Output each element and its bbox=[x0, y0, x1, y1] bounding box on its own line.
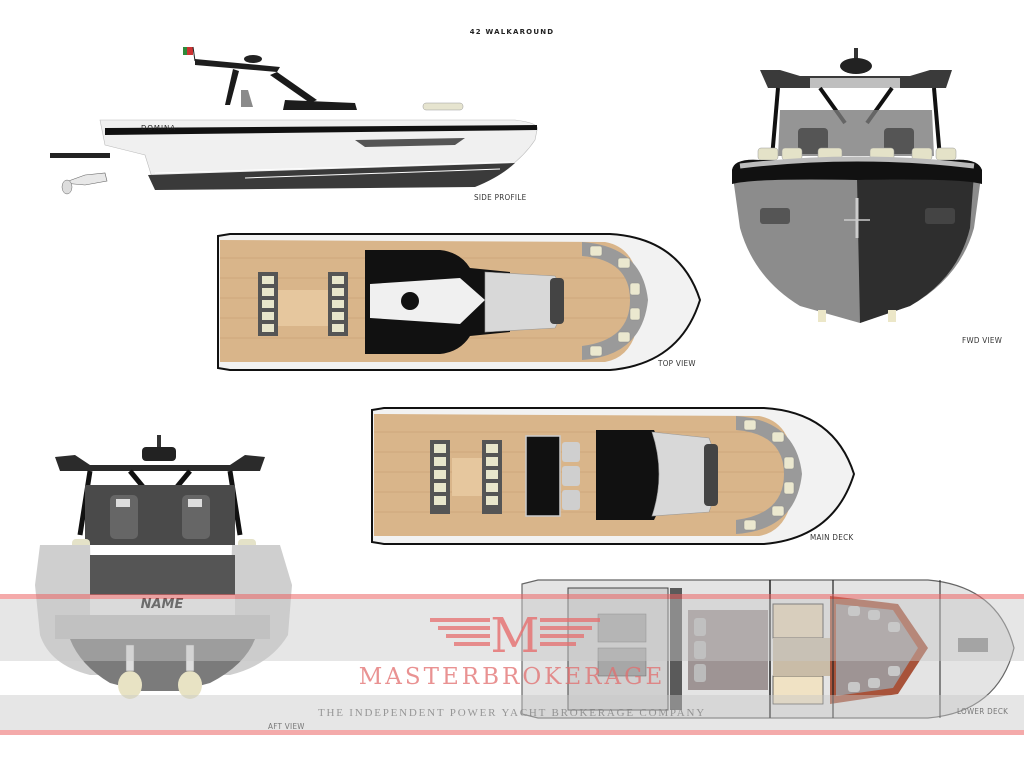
aft-view-label: AFT VIEW bbox=[268, 722, 305, 731]
transom-name: NAME bbox=[141, 597, 184, 612]
hull-name: DOMINA bbox=[141, 124, 176, 132]
aft-view-drawing: NAME bbox=[35, 435, 292, 699]
lower-deck-label: LOWER DECK bbox=[957, 707, 1009, 716]
main-deck-label: MAIN DECK bbox=[810, 533, 854, 542]
top-view-label: TOP VIEW bbox=[658, 359, 696, 368]
side-profile-label: SIDE PROFILE bbox=[474, 193, 527, 202]
watermark-tagline: THE INDEPENDENT POWER YACHT BROKERAGE CO… bbox=[317, 707, 707, 719]
watermark-band-lower bbox=[0, 695, 1024, 730]
main-deck-drawing bbox=[371, 407, 856, 545]
watermark-band-upper bbox=[0, 599, 1024, 661]
lower-deck-drawing bbox=[521, 579, 1015, 719]
watermark-brand: MASTERBROKERAGE bbox=[358, 664, 666, 690]
watermark-bottom-line bbox=[0, 730, 1024, 735]
watermark-logo-letter: M bbox=[490, 608, 539, 664]
top-view-drawing bbox=[217, 233, 702, 371]
watermark-top-line bbox=[0, 594, 1024, 599]
fwd-view-drawing bbox=[732, 48, 982, 323]
sheet-title: 42 WALKAROUND bbox=[469, 28, 555, 36]
watermark-logo-icon: M bbox=[430, 608, 600, 664]
side-profile-drawing: DOMINA bbox=[50, 46, 538, 195]
fwd-view-label: FWD VIEW bbox=[962, 336, 1003, 345]
